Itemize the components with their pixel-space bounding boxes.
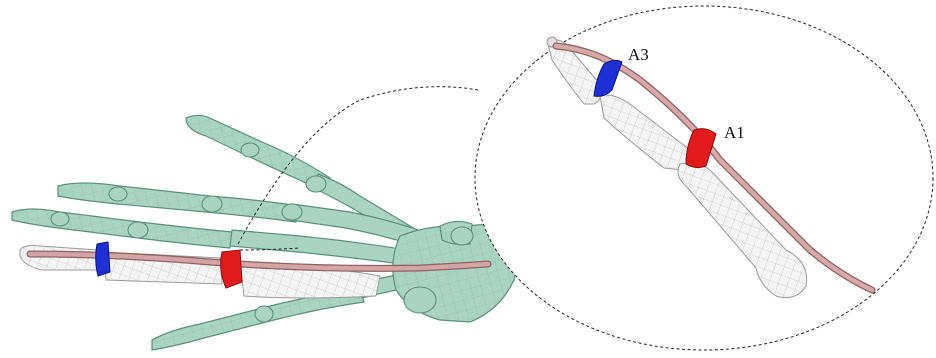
a1-pulley-left [221, 250, 242, 288]
a1-label: A1 [724, 123, 745, 142]
hand-skeleton [12, 115, 517, 350]
a3-pulley-left [96, 242, 110, 276]
zoom-inset: A3 A1 [475, 6, 933, 350]
a3-label: A3 [628, 45, 649, 64]
